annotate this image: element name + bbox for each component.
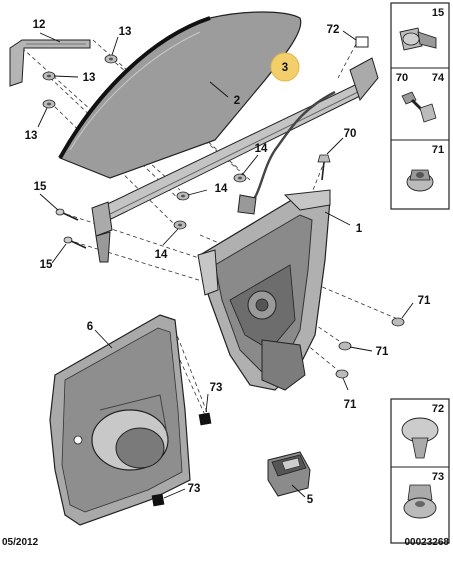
legend-box-70-74: 70 74 bbox=[396, 72, 445, 123]
footer-reference: 00023268 bbox=[405, 537, 450, 548]
bracket-part bbox=[9, 39, 91, 87]
highlight-badge bbox=[270, 52, 300, 82]
legend-num-73: 73 bbox=[432, 471, 444, 483]
parts-legend-panel: 15 70 74 71 72 73 bbox=[390, 2, 450, 544]
label-3: 3 bbox=[282, 62, 288, 74]
legend-box-73: 73 bbox=[403, 471, 444, 519]
window-switch-part bbox=[267, 451, 311, 497]
label-14-mid: 14 bbox=[215, 183, 228, 195]
label-14-low: 14 bbox=[155, 249, 168, 261]
door-module-panel-part bbox=[49, 314, 191, 526]
legend-box-15: 15 bbox=[399, 7, 444, 51]
label-71-low: 71 bbox=[344, 399, 357, 411]
fastener-washer-13c bbox=[42, 99, 56, 109]
legend-num-71: 71 bbox=[432, 144, 444, 156]
label-73-mid: 73 bbox=[210, 382, 223, 394]
nut-71c bbox=[335, 369, 349, 379]
clip-72 bbox=[355, 36, 369, 48]
footer-date: 05/2012 bbox=[2, 537, 39, 548]
label-2: 2 bbox=[234, 95, 240, 107]
legend-num-15: 15 bbox=[432, 7, 444, 19]
label-73-low: 73 bbox=[188, 483, 201, 495]
label-12: 12 bbox=[33, 19, 46, 31]
legend-box-71: 71 bbox=[406, 144, 444, 192]
fastener-washer-13a bbox=[104, 54, 118, 64]
label-5: 5 bbox=[307, 494, 314, 506]
legend-num-74: 74 bbox=[432, 72, 445, 84]
label-71-mid: 71 bbox=[376, 346, 389, 358]
legend-num-72: 72 bbox=[432, 403, 444, 415]
screw-15a bbox=[55, 208, 79, 221]
fastener-washer-14a bbox=[233, 173, 247, 183]
label-13-mid: 13 bbox=[83, 72, 96, 84]
label-15-top: 15 bbox=[34, 181, 47, 193]
nut-71b bbox=[338, 341, 352, 351]
legend-num-70: 70 bbox=[396, 72, 408, 84]
fastener-washer-13b bbox=[42, 71, 56, 81]
label-13-low: 13 bbox=[25, 130, 38, 142]
label-70: 70 bbox=[344, 128, 357, 140]
regulator-motor-assembly-part bbox=[197, 189, 331, 391]
fastener-washer-14c bbox=[173, 220, 187, 230]
clip-73a bbox=[198, 412, 212, 426]
clip-73b bbox=[151, 493, 165, 507]
label-6: 6 bbox=[87, 321, 93, 333]
label-71-top: 71 bbox=[418, 295, 431, 307]
screw-15b bbox=[63, 236, 87, 249]
label-1: 1 bbox=[356, 223, 363, 235]
screw-70 bbox=[317, 154, 331, 181]
legend-box-72: 72 bbox=[401, 403, 444, 459]
fastener-washer-14b bbox=[176, 191, 190, 201]
callout-labels: 12 13 13 13 2 3 72 14 14 14 15 15 70 1 7… bbox=[25, 19, 431, 506]
label-15-low: 15 bbox=[40, 259, 53, 271]
label-72: 72 bbox=[327, 24, 340, 36]
callout-leaders bbox=[37, 30, 414, 499]
window-regulator-rail-part bbox=[91, 57, 379, 263]
label-13-top: 13 bbox=[119, 26, 132, 38]
label-14-top: 14 bbox=[255, 143, 268, 155]
nut-71a bbox=[391, 317, 405, 327]
